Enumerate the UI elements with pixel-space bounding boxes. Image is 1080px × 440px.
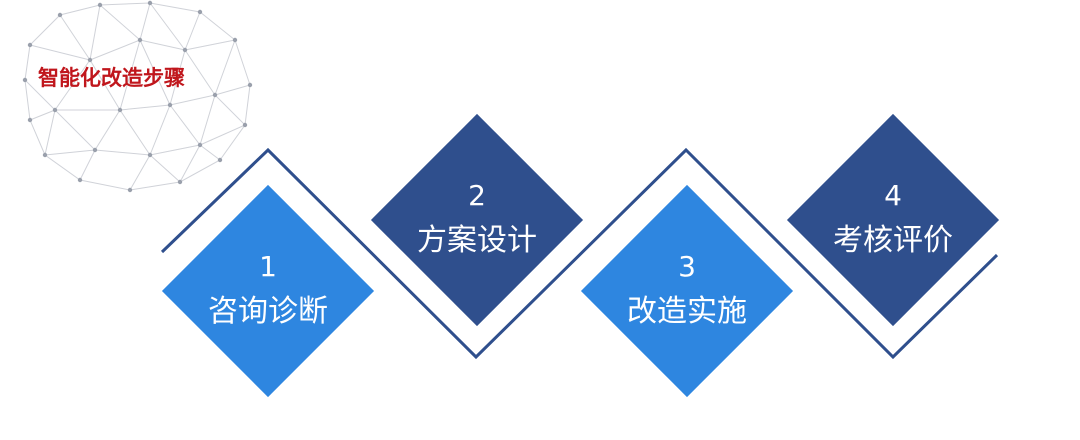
step-2-number: 2 [468, 179, 486, 212]
step-1-label: 咨询诊断 [208, 294, 328, 329]
step-4-diamond: 4 考核评价 [786, 113, 1000, 327]
step-1-diamond: 1 咨询诊断 [161, 184, 375, 398]
step-2-label: 方案设计 [417, 223, 537, 258]
step-4-number: 4 [884, 179, 902, 212]
step-4-label: 考核评价 [833, 223, 953, 258]
step-3-label: 改造实施 [627, 294, 747, 329]
step-3-diamond: 3 改造实施 [580, 184, 794, 398]
slide-title: 智能化改造步骤 [38, 66, 185, 90]
step-3-number: 3 [678, 250, 696, 283]
step-2-diamond: 2 方案设计 [370, 113, 584, 327]
globe-wireframe-graphic [22, 0, 253, 193]
step-1-number: 1 [259, 250, 277, 283]
